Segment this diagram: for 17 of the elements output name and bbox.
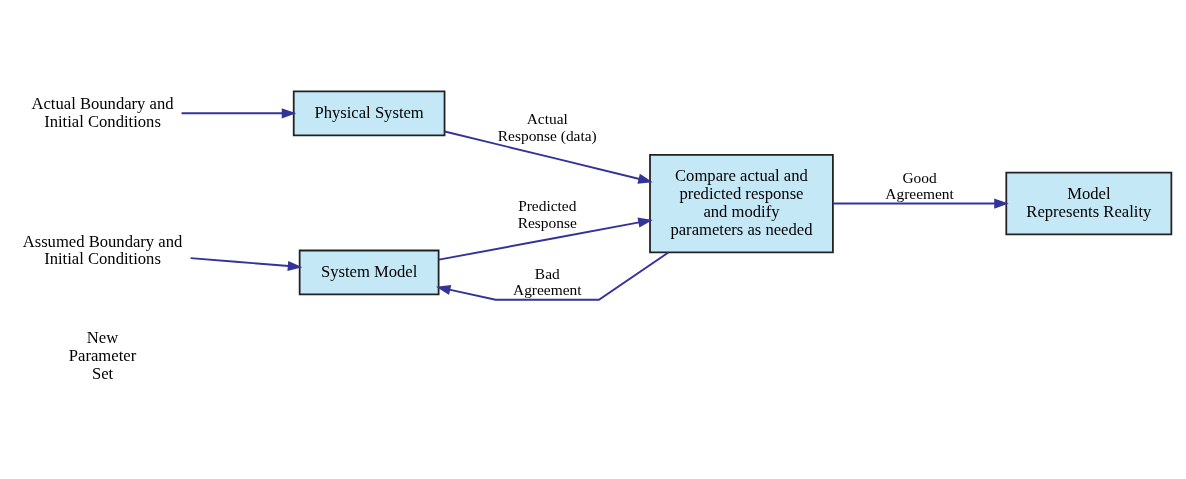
arrow <box>443 130 653 184</box>
edge-label: Predicted Response <box>517 197 577 231</box>
node-box: Physical System <box>292 90 446 137</box>
arrow <box>189 257 303 272</box>
node-box: System Model <box>298 249 440 296</box>
arrow <box>180 108 297 119</box>
arrow <box>436 251 670 301</box>
edge-label: Good Agreement <box>885 168 954 203</box>
arrow <box>438 217 653 261</box>
node-box: Compare actual and predicted response and modify parameters as needed <box>649 154 834 254</box>
node-text: Assumed Boundary and Initial Conditions <box>22 231 183 269</box>
edge-label: Bad Agreement <box>513 264 582 299</box>
node-box: Model Represents Reality <box>1005 171 1173 236</box>
label: New Parameter Set <box>68 328 137 383</box>
arrow <box>832 198 1009 209</box>
node-text: Actual Boundary and Initial Conditions <box>31 93 174 131</box>
edge-label: Actual Response (data) <box>497 110 597 145</box>
